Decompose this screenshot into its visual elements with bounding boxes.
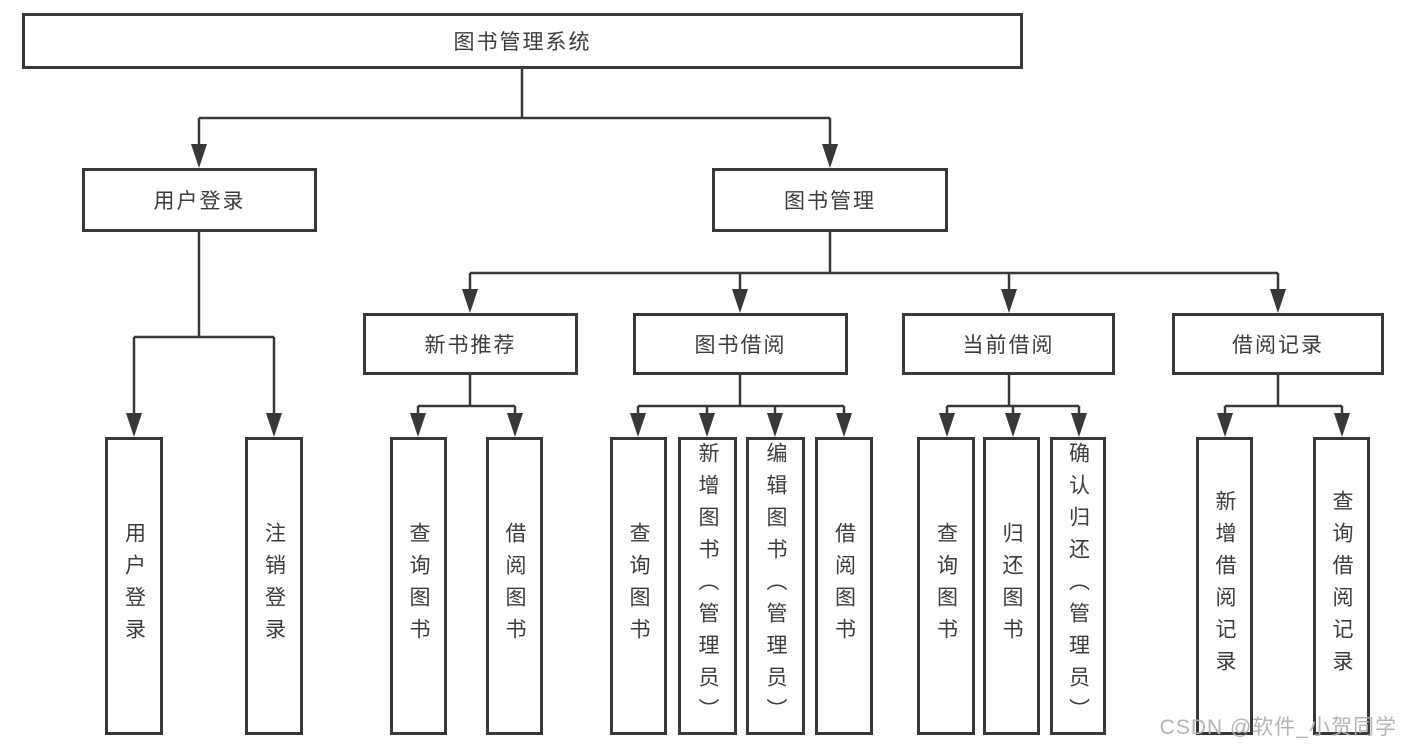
node-new-book-recommend: 新书推荐	[363, 313, 578, 375]
leaf-add-books-admin: 新增图书（管理员）	[678, 437, 737, 735]
leaf-confirm-return-admin: 确认归还（管理员）	[1050, 437, 1106, 735]
node-book-management: 图书管理	[712, 168, 948, 232]
leaf-edit-books-admin: 编辑图书（管理员）	[746, 437, 805, 735]
arrowheads	[126, 144, 1350, 437]
leaf-current-query-books: 查询图书	[917, 437, 975, 735]
node-user-login: 用户登录	[82, 168, 317, 232]
leaf-query-borrow-record: 查询借阅记录	[1313, 437, 1370, 735]
leaf-recommend-borrow-books: 借阅图书	[486, 437, 543, 735]
node-book-borrow: 图书借阅	[633, 313, 848, 375]
leaf-return-books: 归还图书	[983, 437, 1040, 735]
csdn-watermark: CSDN @软件_小贺同学	[1159, 716, 1397, 739]
leaf-recommend-query-books: 查询图书	[390, 437, 447, 735]
leaf-borrow-books: 借阅图书	[815, 437, 873, 735]
leaf-add-borrow-record: 新增借阅记录	[1196, 437, 1253, 735]
leaf-logout: 注销登录	[245, 437, 303, 735]
node-current-borrow: 当前借阅	[902, 313, 1115, 375]
leaf-user-login: 用户登录	[105, 437, 163, 735]
node-system-root: 图书管理系统	[22, 13, 1023, 69]
leaf-borrow-query-books: 查询图书	[610, 437, 667, 735]
node-borrow-records: 借阅记录	[1172, 313, 1384, 375]
